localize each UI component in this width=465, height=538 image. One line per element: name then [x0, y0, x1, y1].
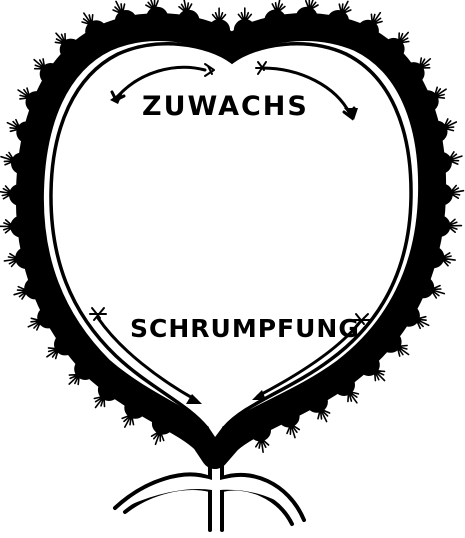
fringe-tuft — [375, 371, 385, 381]
scallop-bump — [24, 277, 46, 299]
fringe-tuft — [397, 346, 408, 357]
scallop-bump — [431, 183, 453, 205]
fringe-tuft — [34, 59, 45, 69]
fringe-tuft — [82, 13, 93, 25]
scallop-bump — [11, 152, 33, 174]
fringe-tuft — [434, 87, 446, 98]
scallop-bump — [278, 406, 300, 428]
scallop-bump — [412, 276, 434, 298]
fringe-tuft — [113, 1, 125, 14]
fringe-tuft — [94, 396, 104, 407]
fringe-tuft — [213, 8, 226, 22]
scallop-bump — [37, 306, 59, 328]
fringe-tuft — [444, 119, 457, 131]
fringe-tuft — [371, 13, 382, 25]
fringe-tuft — [122, 415, 133, 427]
scallop-bump — [15, 247, 37, 269]
fringe-tuft — [69, 375, 79, 385]
scallop-bump — [9, 184, 31, 206]
growth-label: ZUWACHS — [142, 91, 309, 122]
fringe-tuft — [399, 33, 409, 43]
scallop-bump — [115, 10, 137, 32]
scallop-bump — [398, 305, 420, 327]
scallop-bump — [306, 391, 328, 413]
scallop-bump — [178, 10, 200, 32]
scallop-bump — [422, 246, 444, 268]
fringe-tuft — [18, 88, 30, 99]
fringe-tuft — [47, 348, 59, 359]
scallop-bump — [264, 10, 286, 32]
scallop-bump — [152, 413, 174, 435]
scallop-bump — [426, 121, 448, 143]
scallop-bump — [249, 419, 271, 441]
scallop-bump — [146, 7, 168, 29]
scallop-bump — [430, 152, 452, 174]
fringe-tuft — [238, 8, 251, 22]
fringe-tuft — [28, 318, 41, 330]
fringe-tuft — [339, 1, 351, 14]
fringe-tuft — [7, 120, 20, 132]
scallop-bump — [327, 10, 349, 32]
shrinkage-label: SCHRUMPFUNG — [130, 314, 360, 343]
fringe-tuft — [318, 409, 330, 422]
fringe-tuft — [348, 392, 359, 403]
fringe-tuft — [420, 58, 431, 68]
fringe-tuft — [55, 33, 65, 44]
scallop-bump — [296, 7, 318, 29]
scallop-bump — [16, 121, 38, 143]
fringe-tuft — [416, 317, 429, 329]
